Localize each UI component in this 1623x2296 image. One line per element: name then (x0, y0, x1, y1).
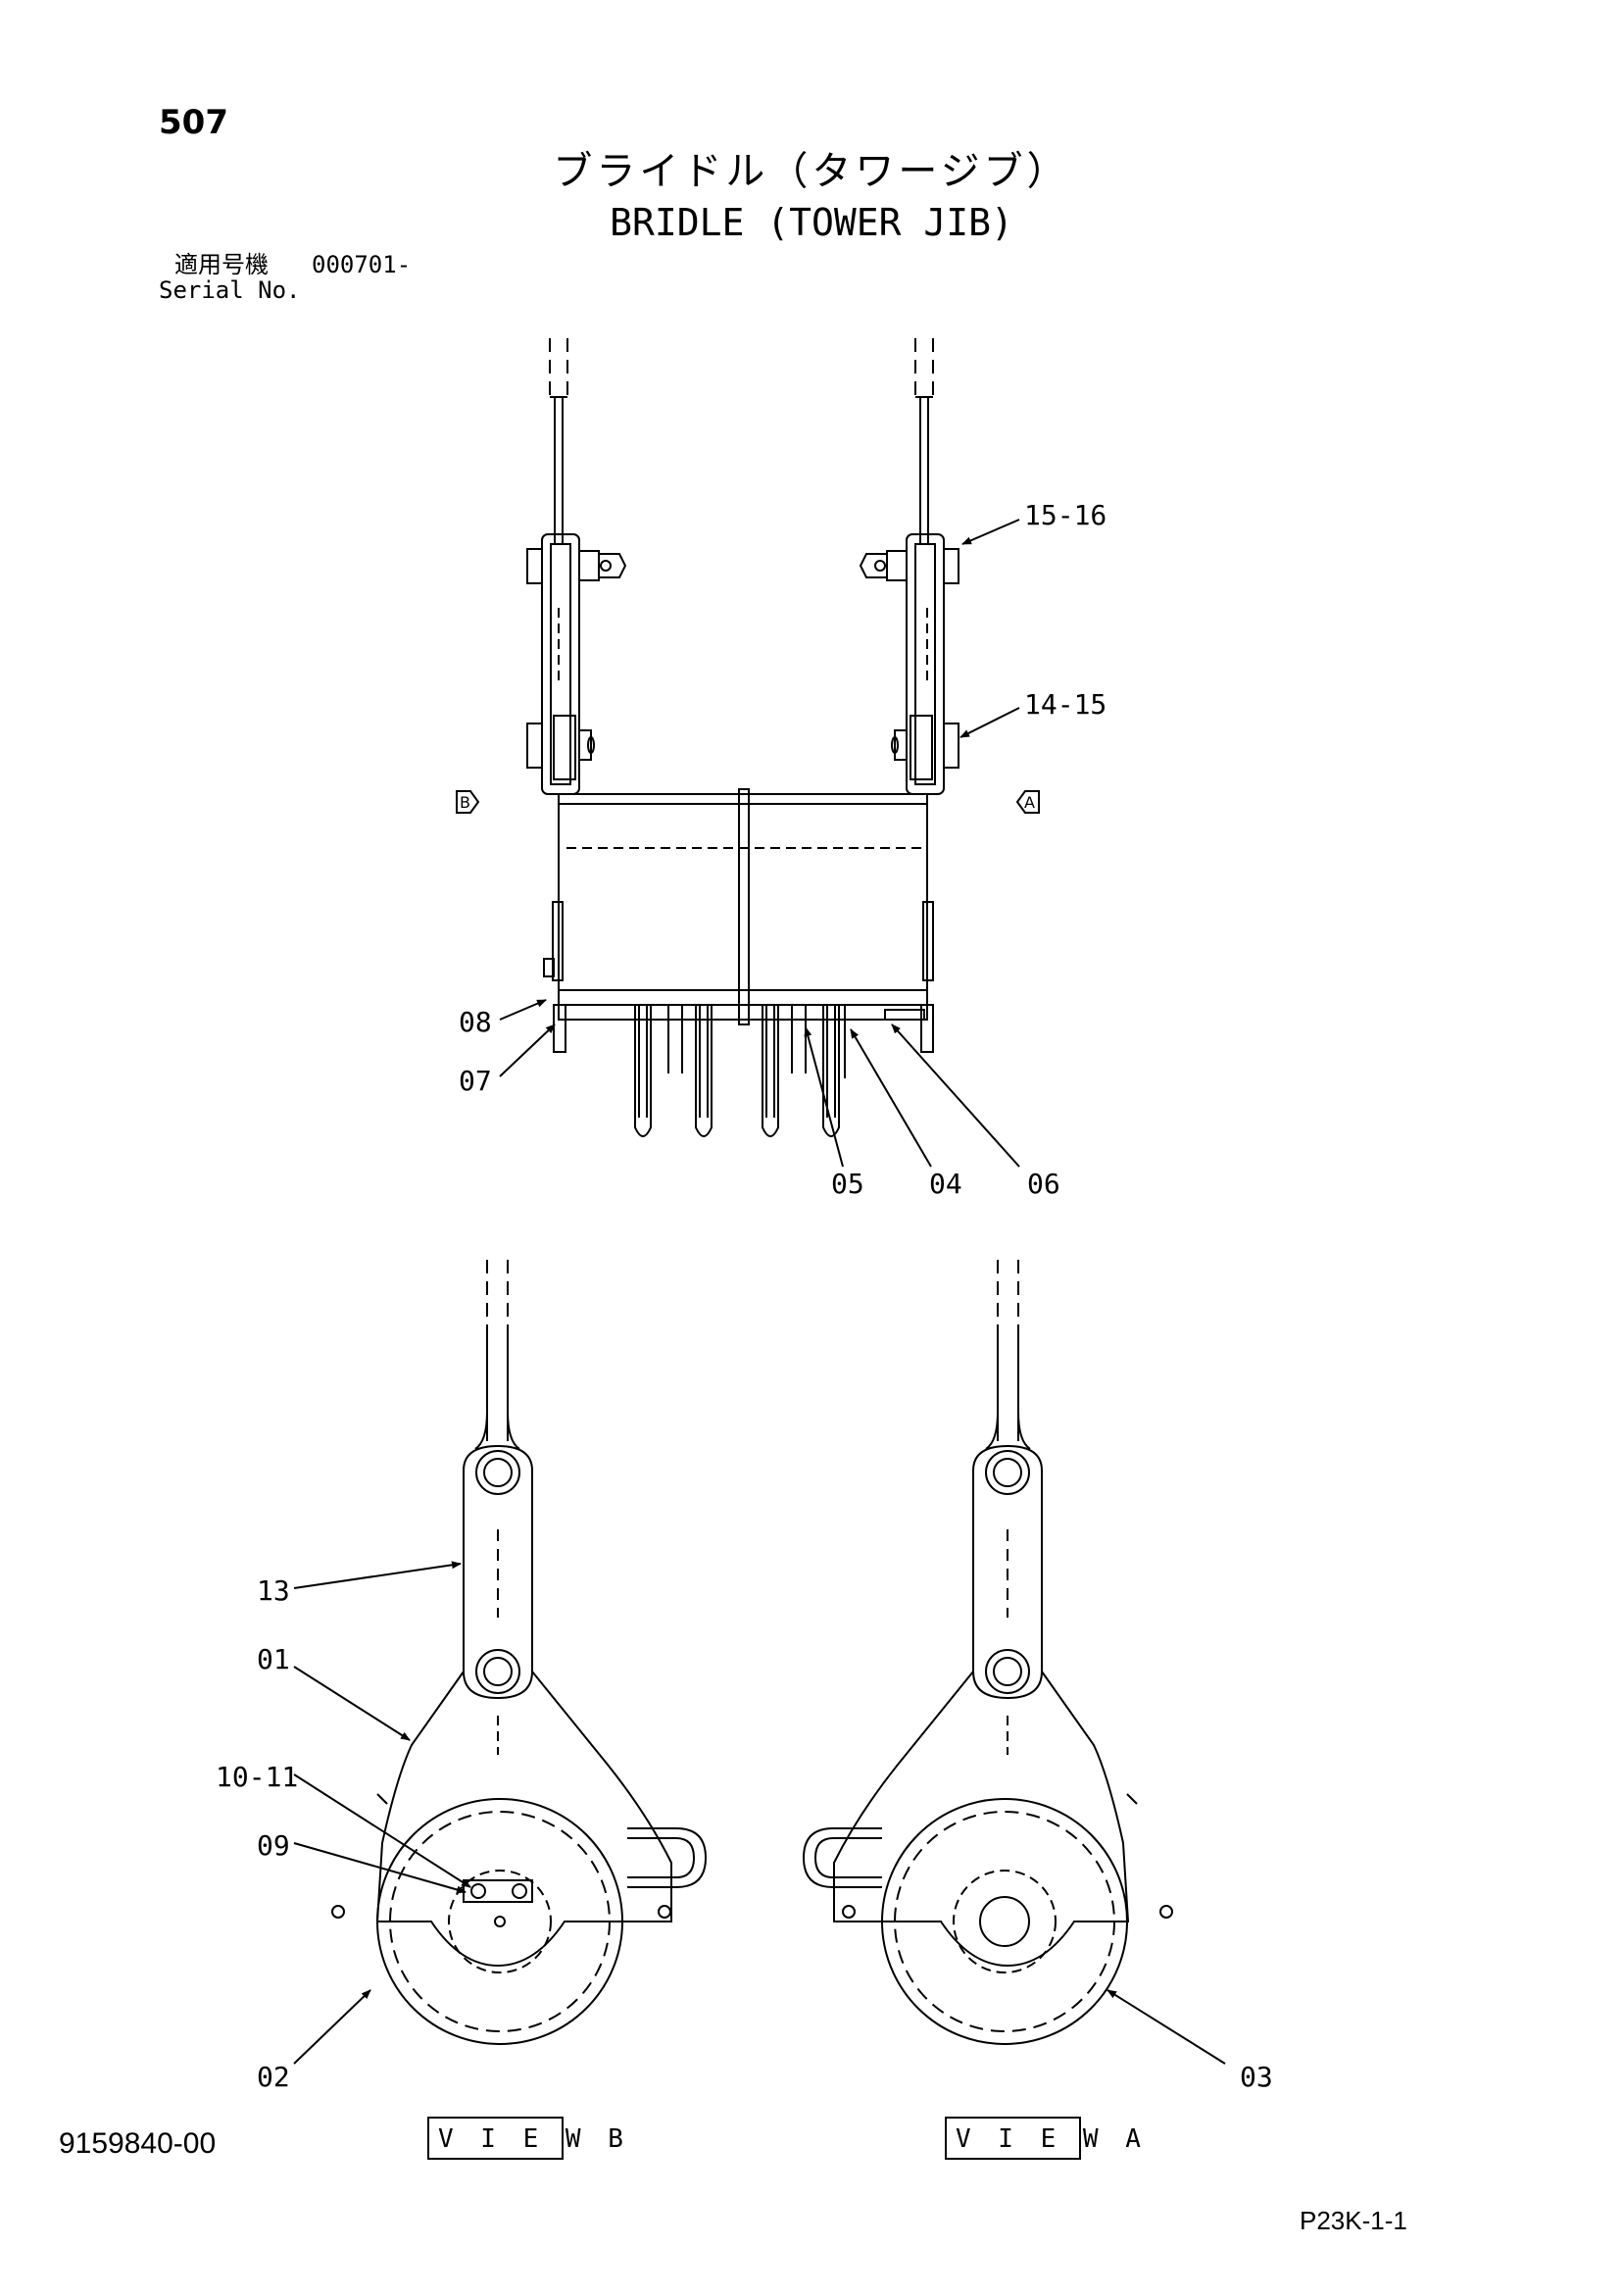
leader-09 (293, 1842, 467, 1894)
leader-14-15 (959, 707, 1020, 738)
serial-label-english: Serial No. (159, 276, 301, 304)
view-a-label: V I E W A (956, 2124, 1147, 2154)
view-a-marker-letter: A (1024, 793, 1035, 812)
leader-08 (499, 999, 547, 1021)
leader-02 (293, 1989, 371, 2065)
title-english: BRIDLE (TOWER JIB) (610, 201, 1013, 244)
bridle-body (543, 788, 934, 1053)
label-06: 06 (1027, 1168, 1060, 1200)
label-02: 02 (257, 2061, 290, 2093)
view-a-drawing (802, 1260, 1173, 2045)
view-b-label: V I E W B (438, 2124, 629, 2154)
right-link (859, 533, 959, 795)
leader-04 (850, 1028, 932, 1168)
left-link (526, 533, 627, 795)
leader-13 (293, 1561, 462, 1589)
label-10-11: 10-11 (216, 1761, 298, 1793)
view-b-marker-letter: B (460, 793, 470, 812)
page-number: 507 (159, 103, 228, 142)
view-a-box (945, 2117, 1081, 2160)
label-04: 04 (929, 1168, 962, 1200)
label-09: 09 (257, 1829, 290, 1862)
label-01: 01 (257, 1643, 290, 1675)
view-b-box (427, 2117, 564, 2160)
drawing-number: 9159840-00 (59, 2127, 217, 2160)
page-code: P23K-1-1 (1300, 2206, 1407, 2235)
left-pendant-rod (549, 338, 568, 544)
label-05: 05 (831, 1168, 864, 1200)
title-japanese: ブライドル（タワージブ） (553, 149, 1070, 194)
label-07: 07 (459, 1065, 492, 1097)
leader-03 (1107, 1989, 1226, 2065)
serial-label-japanese: 適用号機 (174, 251, 269, 278)
leader-05 (804, 1026, 844, 1168)
leader-06 (891, 1023, 1020, 1168)
label-03: 03 (1240, 2061, 1273, 2093)
view-b-marker (456, 790, 480, 814)
leader-10-11 (293, 1773, 471, 1888)
label-13: 13 (257, 1574, 290, 1607)
view-a-marker (1015, 790, 1040, 814)
view-b-drawing (331, 1260, 708, 2045)
leader-15-16 (961, 519, 1020, 545)
label-08: 08 (459, 1006, 492, 1038)
label-15-16: 15-16 (1024, 499, 1107, 531)
leader-01 (293, 1666, 411, 1741)
serial-value: 000701- (312, 251, 412, 278)
sheaves (634, 1005, 846, 1137)
leader-07 (499, 1023, 556, 1077)
label-14-15: 14-15 (1024, 688, 1107, 721)
right-pendant-rod (914, 338, 934, 544)
